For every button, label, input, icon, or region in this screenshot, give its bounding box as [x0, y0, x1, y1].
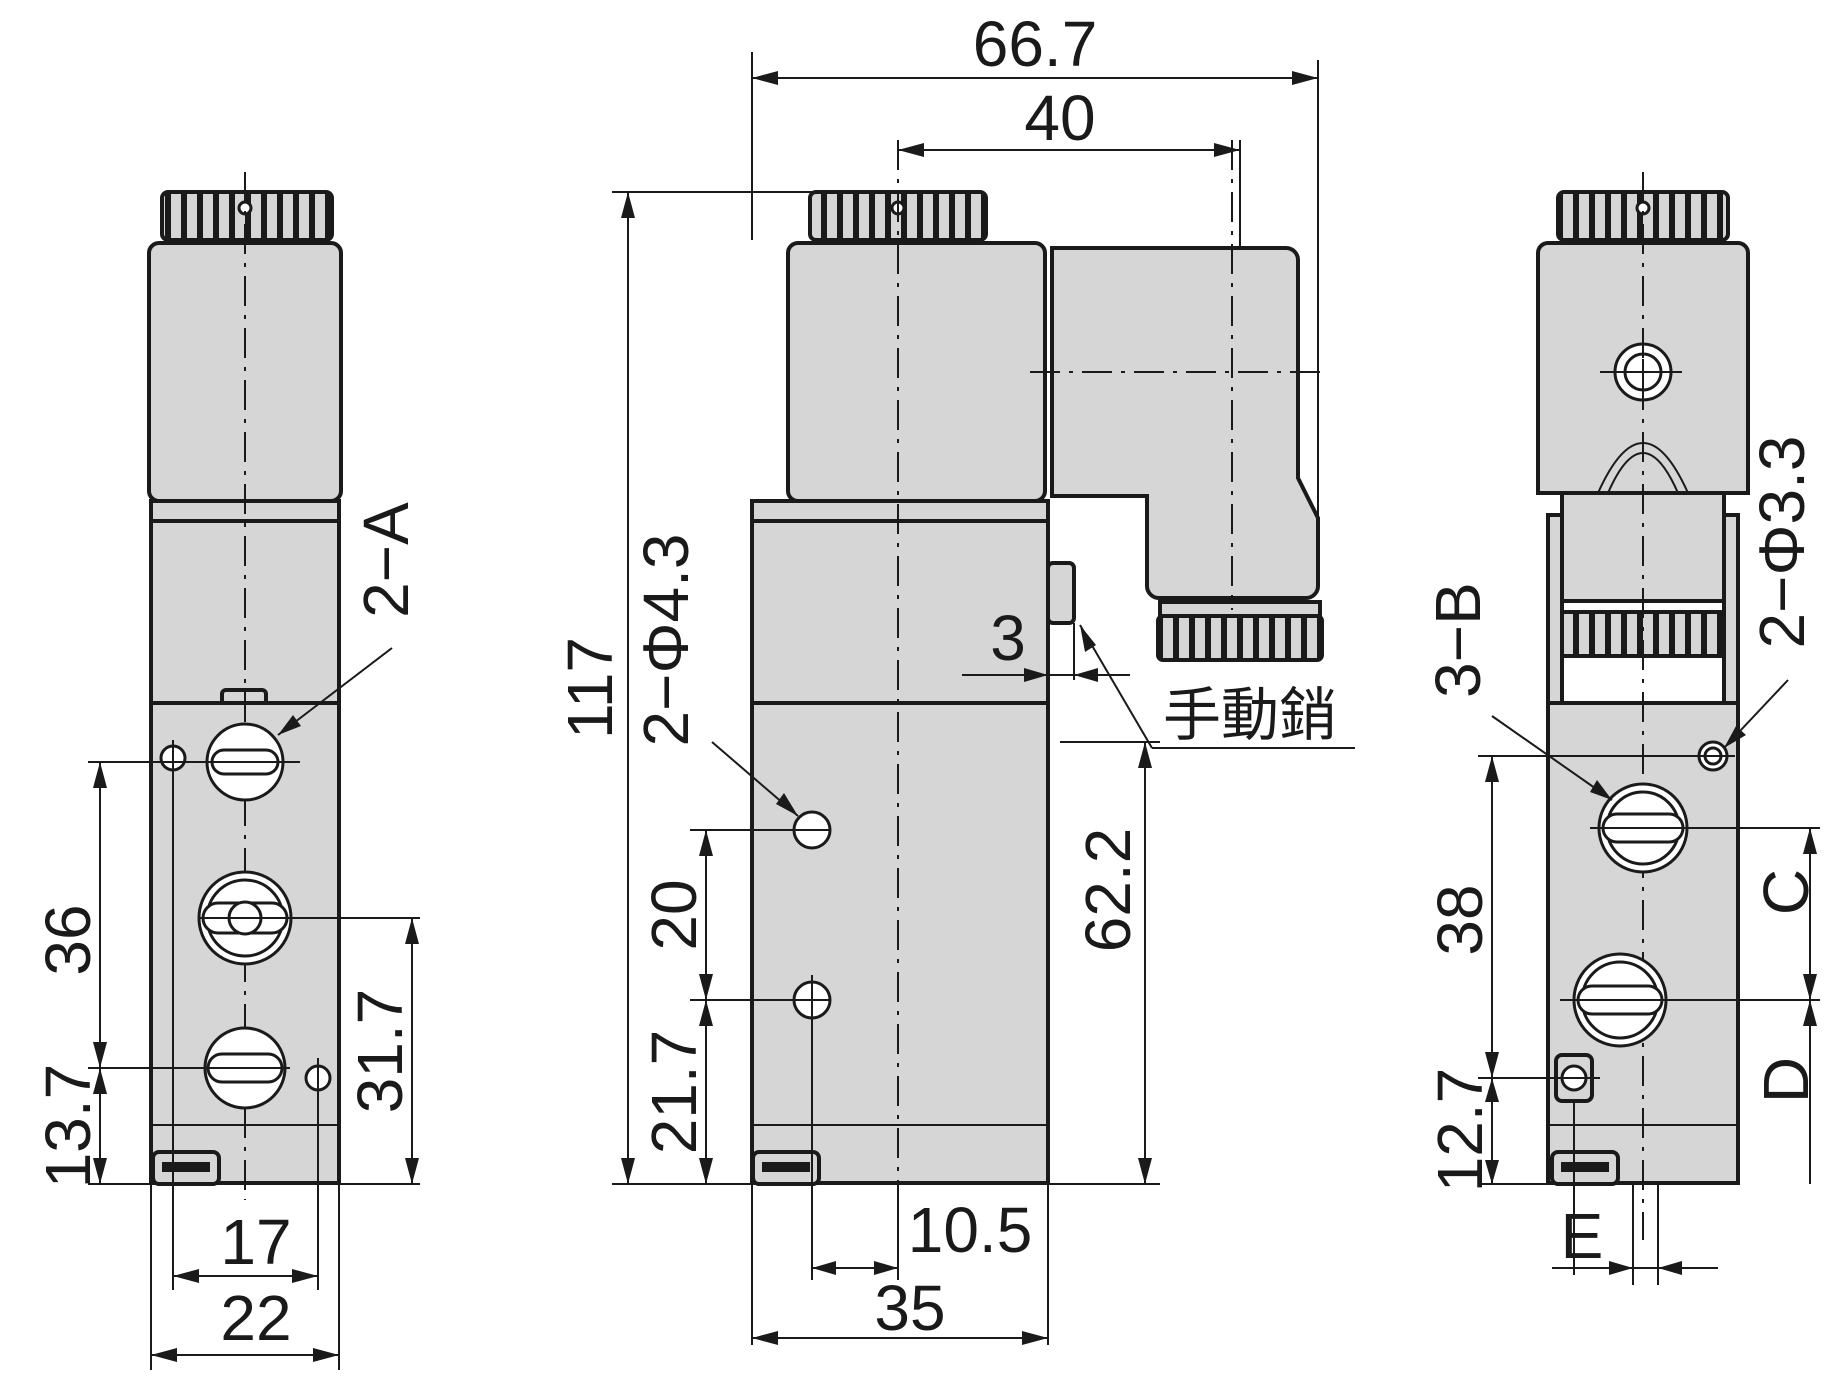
dim-3: 3 [990, 602, 1026, 674]
right-view: 38 12.7 C D E 3−B 2−Φ3.3 [1422, 172, 1822, 1285]
mount-hole-label: 2−Φ4.3 [630, 534, 702, 747]
right-body-upper [1546, 513, 1564, 705]
middle-neck [750, 499, 1050, 523]
middle-view: 66.7 40 117 20 21.7 2−Φ4.3 62.2 [554, 8, 1355, 1345]
dim-21-7: 21.7 [638, 1030, 710, 1155]
dim-35: 35 [874, 1272, 945, 1344]
manual-label: 手動銷 [1163, 681, 1337, 749]
right-dim-E: E [1561, 1200, 1604, 1272]
left-dim-36: 36 [32, 904, 104, 975]
middle-lower-body [750, 701, 1050, 1185]
middle-gland-ribs [1156, 614, 1324, 662]
right-dim-12-7: 12.7 [1424, 1068, 1496, 1193]
middle-coil [786, 241, 1047, 503]
dim-40: 40 [1024, 82, 1095, 154]
left-view: 36 13.7 31.7 17 22 2−A [32, 172, 422, 1370]
dim-10-5: 10.5 [908, 1194, 1033, 1266]
manual-button [1046, 561, 1076, 625]
right-dim-D: D [1750, 1057, 1822, 1103]
right-hole-label: 2−Φ3.3 [1746, 436, 1818, 649]
dim-20: 20 [638, 879, 710, 950]
left-port-label: 2−A [350, 502, 422, 618]
right-port-label: 3−B [1422, 582, 1494, 698]
left-dim-13-7: 13.7 [32, 1064, 104, 1189]
left-dim-22: 22 [220, 1282, 291, 1354]
right-dim-C: C [1750, 869, 1822, 915]
middle-connector [1050, 246, 1320, 600]
left-dim-31-7: 31.7 [344, 989, 416, 1114]
middle-gland [1158, 600, 1322, 618]
right-dim-38: 38 [1424, 884, 1496, 955]
dim-117: 117 [554, 637, 626, 739]
middle-upper-body [750, 519, 1050, 705]
left-dim-17: 17 [220, 1206, 291, 1278]
dim-62-2: 62.2 [1072, 828, 1144, 953]
left-knob [160, 190, 334, 242]
dim-66-7: 66.7 [973, 8, 1098, 80]
